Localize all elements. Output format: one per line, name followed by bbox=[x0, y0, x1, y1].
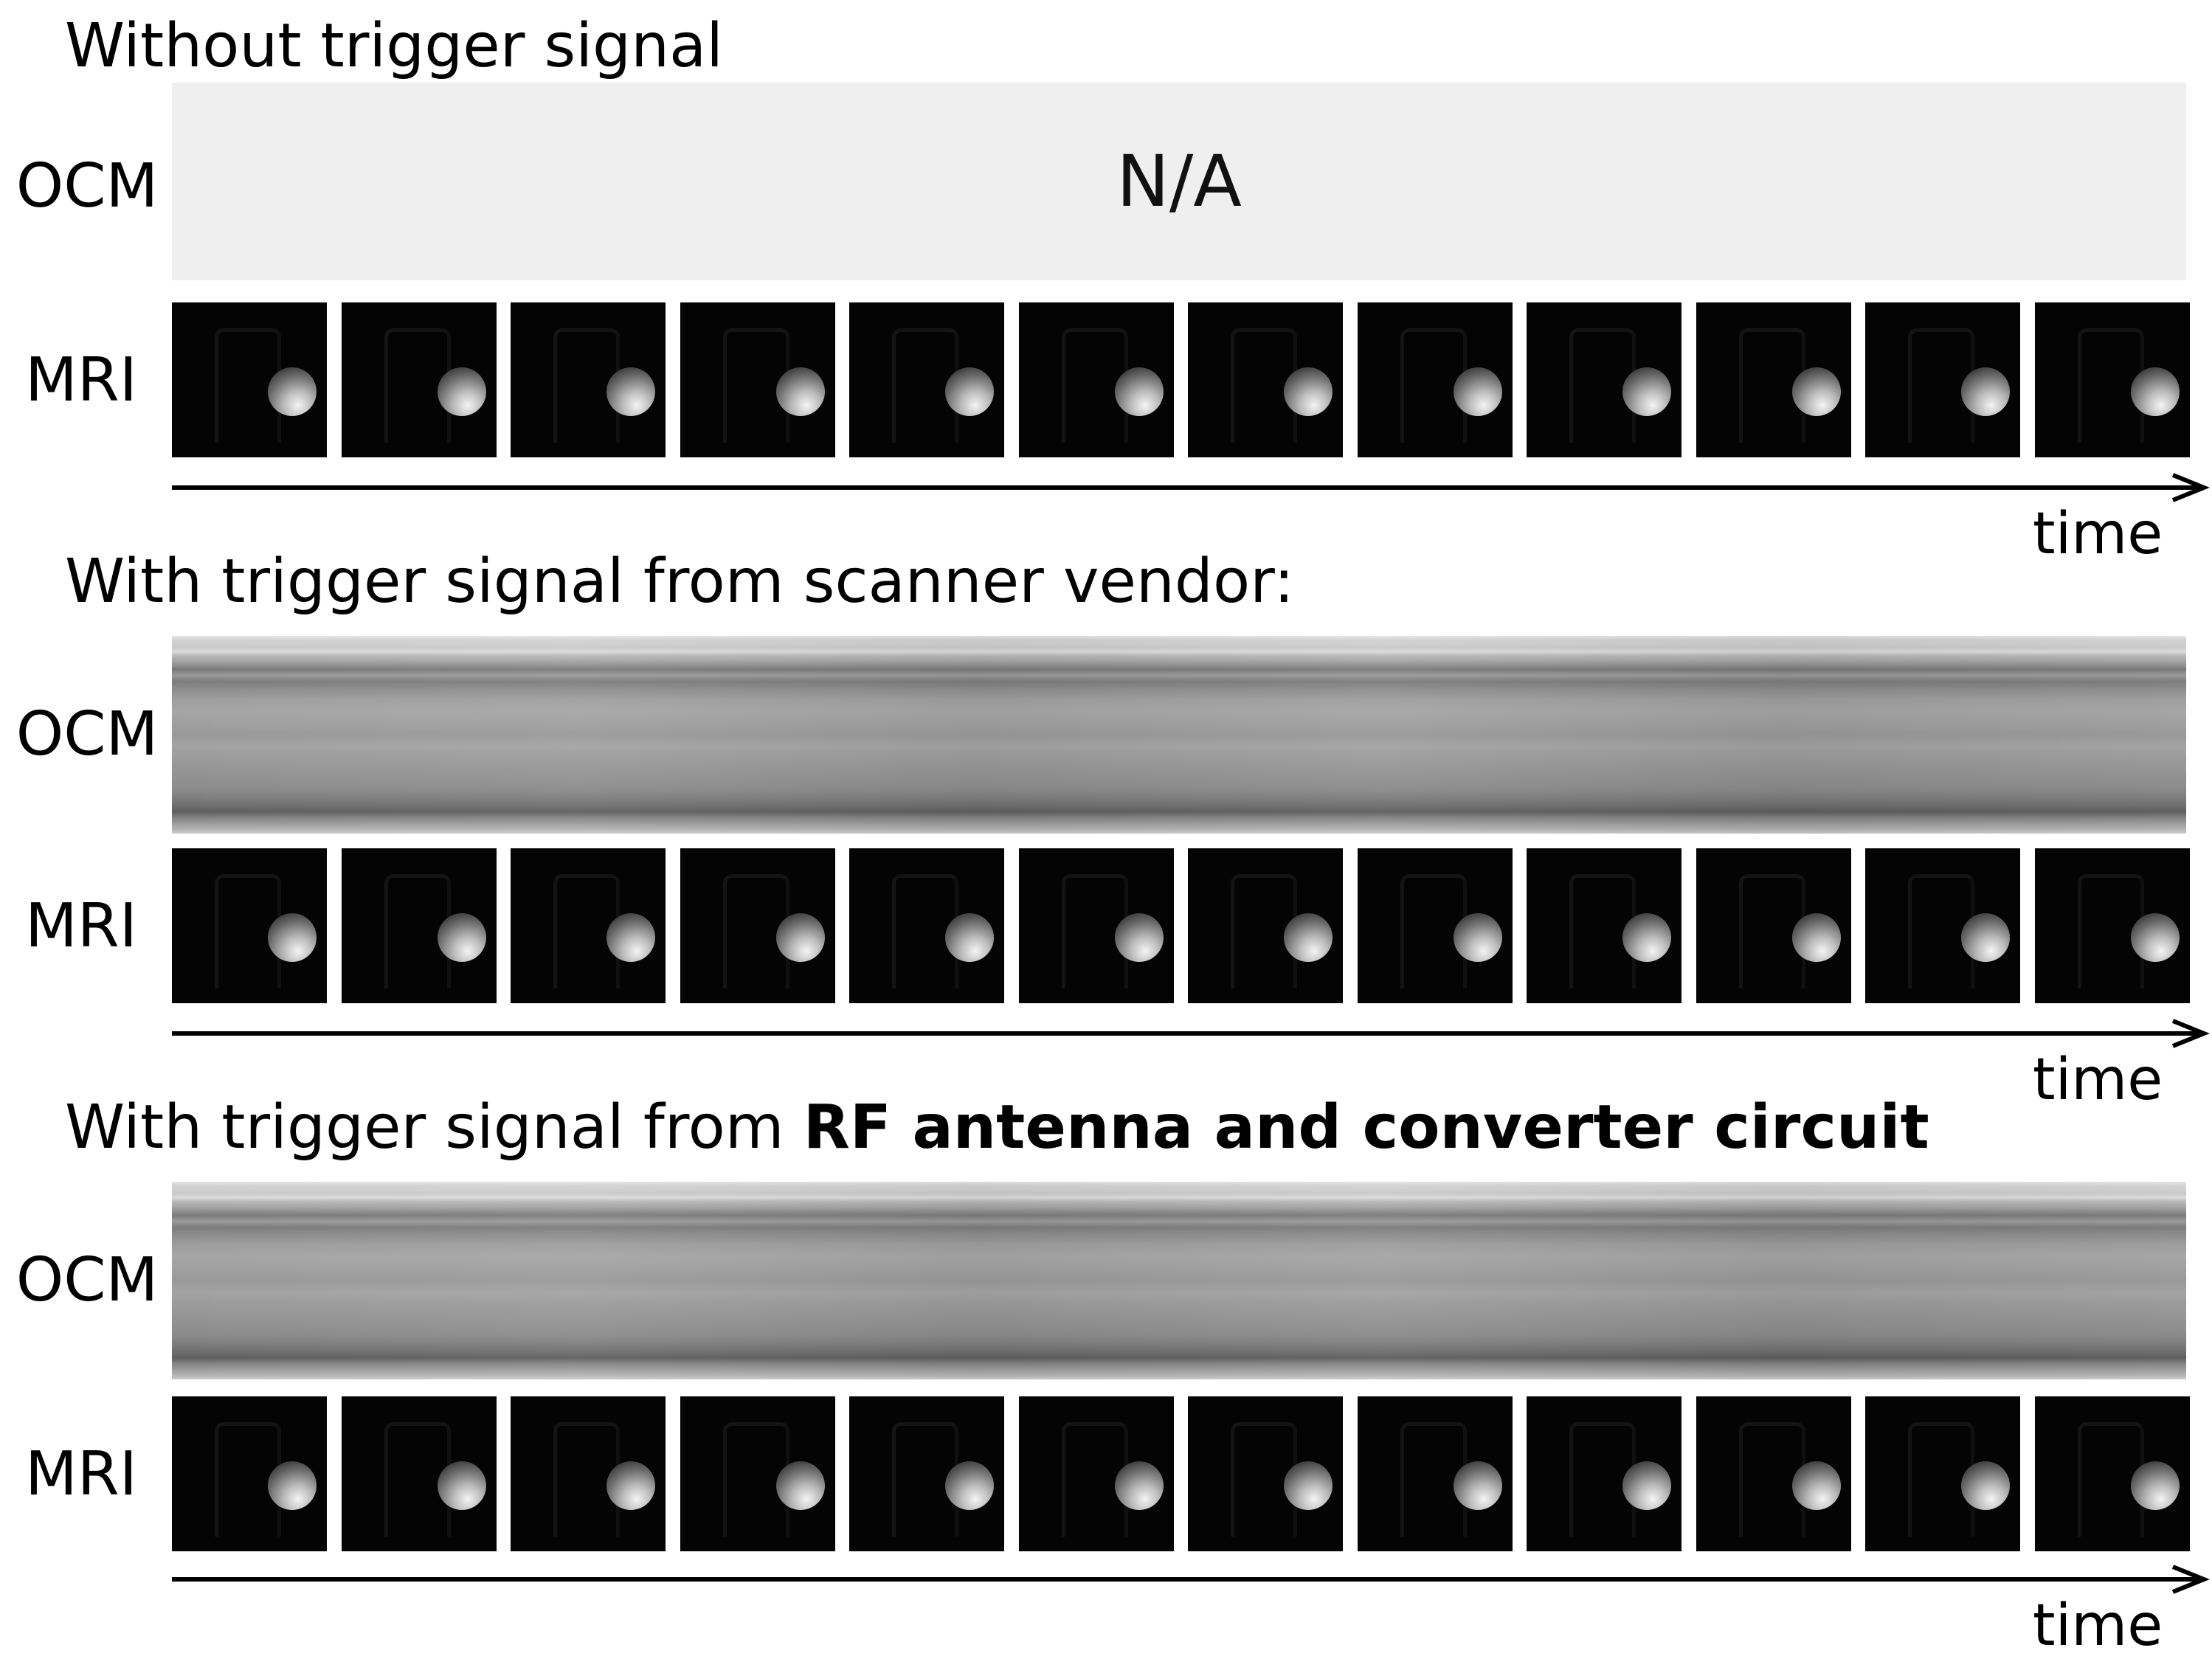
panel-title: With trigger signal from scanner vendor: bbox=[65, 552, 1294, 612]
mri-frame bbox=[680, 848, 835, 1003]
mri-row-label: MRI bbox=[25, 891, 137, 961]
time-axis-label: time bbox=[2033, 1593, 2163, 1659]
mri-sphere bbox=[437, 1461, 486, 1510]
mri-sphere bbox=[945, 913, 994, 962]
mri-sphere bbox=[1622, 913, 1671, 962]
mri-sphere bbox=[775, 1461, 825, 1510]
mri-row-label: MRI bbox=[25, 345, 137, 415]
mri-frame bbox=[1188, 1396, 1343, 1551]
mri-sphere bbox=[1284, 913, 1333, 962]
mri-frame bbox=[341, 848, 497, 1003]
mri-sphere bbox=[268, 913, 317, 962]
mri-frame bbox=[172, 848, 327, 1003]
mri-sphere bbox=[2130, 367, 2180, 416]
panel-title-text: With trigger signal from scanner vendor: bbox=[65, 547, 1295, 617]
na-text: N/A bbox=[1116, 140, 1242, 223]
mri-frame bbox=[1527, 848, 1682, 1003]
mri-frame bbox=[341, 1396, 497, 1551]
mri-frame bbox=[1865, 848, 2020, 1003]
mri-frame bbox=[849, 302, 1004, 457]
mri-sphere bbox=[1622, 367, 1671, 416]
time-axis-label: time bbox=[2033, 1047, 2163, 1113]
mri-sphere bbox=[945, 367, 994, 416]
mri-sphere bbox=[606, 1461, 655, 1510]
ocm-row-label: OCM bbox=[15, 699, 159, 769]
mri-sphere bbox=[1453, 913, 1502, 962]
mri-frame bbox=[172, 302, 327, 457]
mri-sphere bbox=[1284, 367, 1333, 416]
mri-sphere bbox=[1284, 1461, 1333, 1510]
mri-frame bbox=[1188, 848, 1343, 1003]
mri-frame bbox=[1188, 302, 1343, 457]
mri-sphere bbox=[437, 367, 486, 416]
mri-sphere bbox=[1791, 913, 1841, 962]
mri-frame bbox=[2034, 1396, 2190, 1551]
time-axis-arrow bbox=[172, 1019, 2210, 1048]
panel-title: With trigger signal from RF antenna and … bbox=[65, 1098, 1929, 1158]
mri-sphere bbox=[268, 1461, 317, 1510]
mri-frame bbox=[1018, 1396, 1174, 1551]
mri-sphere bbox=[2130, 1461, 2180, 1510]
mri-frame bbox=[2034, 302, 2190, 457]
ocm-panel-na: N/A bbox=[172, 83, 2186, 280]
mri-row-label: MRI bbox=[25, 1439, 137, 1509]
mri-frame bbox=[680, 1396, 835, 1551]
mri-sphere bbox=[945, 1461, 994, 1510]
mri-frame bbox=[511, 1396, 666, 1551]
mri-sphere bbox=[606, 913, 655, 962]
mri-frame bbox=[849, 848, 1004, 1003]
ocm-mmode-image bbox=[172, 1182, 2186, 1379]
mri-sphere bbox=[1114, 1461, 1164, 1510]
mri-sphere bbox=[2130, 913, 2180, 962]
time-axis-arrow bbox=[172, 1565, 2210, 1594]
mri-sphere bbox=[1453, 1461, 1502, 1510]
mri-frame bbox=[2034, 848, 2190, 1003]
panel-title: Without trigger signal bbox=[65, 16, 723, 77]
mri-sphere bbox=[1114, 367, 1164, 416]
mri-frame bbox=[1357, 1396, 1513, 1551]
mri-frame bbox=[1527, 302, 1682, 457]
mri-frame bbox=[341, 302, 497, 457]
mri-sphere bbox=[1114, 913, 1164, 962]
mri-sphere bbox=[775, 367, 825, 416]
mri-frame bbox=[1865, 302, 2020, 457]
panel-title-bold: RF antenna and converter circuit bbox=[803, 1092, 1929, 1163]
mri-frame bbox=[1357, 848, 1513, 1003]
mri-frame bbox=[1696, 1396, 1851, 1551]
mri-sphere bbox=[1961, 367, 2010, 416]
time-axis-label: time bbox=[2033, 501, 2163, 567]
mri-frame bbox=[1696, 848, 1851, 1003]
mri-frame bbox=[680, 302, 835, 457]
mri-frame bbox=[1527, 1396, 1682, 1551]
mri-frame bbox=[172, 1396, 327, 1551]
panel-title-text: With trigger signal from bbox=[65, 1092, 803, 1163]
mri-frame bbox=[511, 848, 666, 1003]
mri-frame bbox=[1865, 1396, 2020, 1551]
ocm-row-label: OCM bbox=[15, 1245, 159, 1315]
time-axis-arrow bbox=[172, 473, 2210, 502]
mri-sphere bbox=[606, 367, 655, 416]
mri-sphere bbox=[775, 913, 825, 962]
mri-frame bbox=[511, 302, 666, 457]
ocm-row-label: OCM bbox=[15, 151, 159, 221]
mri-frame bbox=[1357, 302, 1513, 457]
mri-sphere bbox=[268, 367, 317, 416]
panel-title-text: Without trigger signal bbox=[65, 11, 724, 81]
mri-sphere bbox=[1961, 1461, 2010, 1510]
mri-sphere bbox=[1622, 1461, 1671, 1510]
mri-sphere bbox=[1961, 913, 2010, 962]
mri-sphere bbox=[1791, 1461, 1841, 1510]
mri-frame bbox=[1696, 302, 1851, 457]
mri-frame bbox=[1018, 848, 1174, 1003]
mri-frame bbox=[849, 1396, 1004, 1551]
mri-sphere bbox=[437, 913, 486, 962]
mri-frame bbox=[1018, 302, 1174, 457]
mri-sphere bbox=[1453, 367, 1502, 416]
ocm-mmode-image bbox=[172, 636, 2186, 834]
mri-sphere bbox=[1791, 367, 1841, 416]
